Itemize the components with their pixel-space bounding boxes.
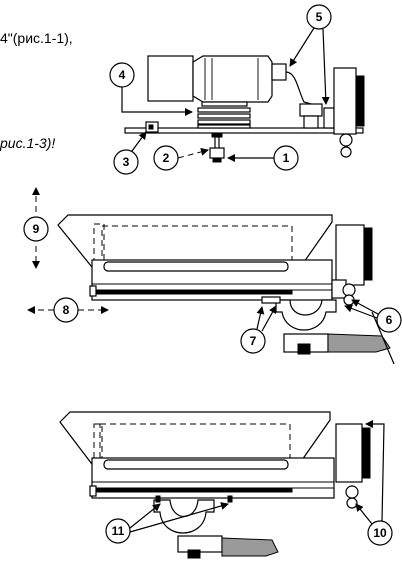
callout-7: 7 bbox=[240, 305, 277, 354]
heater-stack bbox=[197, 101, 251, 129]
svg-text:9: 9 bbox=[33, 222, 40, 236]
rear-cover-3 bbox=[335, 423, 363, 483]
mounting-screw bbox=[209, 132, 225, 163]
mount-arm-3 bbox=[221, 537, 279, 557]
callout-10: 10 bbox=[355, 420, 393, 546]
svg-text:3: 3 bbox=[123, 155, 130, 169]
svg-text:11: 11 bbox=[112, 524, 125, 538]
svg-text:2: 2 bbox=[163, 151, 170, 165]
svg-text:7: 7 bbox=[250, 334, 257, 348]
svg-text:1: 1 bbox=[283, 151, 290, 165]
callout-11: 11 bbox=[105, 502, 229, 544]
housing-adjust-figure bbox=[57, 214, 395, 365]
instruction-text-line-2: рис.1-3)! bbox=[0, 135, 55, 151]
svg-text:6: 6 bbox=[386, 313, 393, 327]
callout-5: 5 bbox=[289, 4, 332, 105]
mount-clamp bbox=[275, 299, 337, 331]
callout-8: 8 bbox=[27, 297, 109, 323]
mount-arm bbox=[327, 333, 391, 353]
camera-body bbox=[147, 55, 194, 102]
callout-4: 4 bbox=[109, 62, 193, 116]
svg-text:5: 5 bbox=[316, 10, 323, 24]
rear-cover bbox=[333, 67, 357, 135]
svg-text:4: 4 bbox=[119, 68, 126, 82]
camera-assembly-figure bbox=[124, 55, 365, 163]
callout-1: 1 bbox=[227, 145, 299, 171]
callout-6: 6 bbox=[344, 299, 402, 333]
svg-text:8: 8 bbox=[63, 303, 70, 317]
mounting-plate bbox=[124, 127, 364, 134]
terminal-block bbox=[299, 103, 323, 117]
svg-text:10: 10 bbox=[373, 526, 387, 540]
callout-9: 9 bbox=[23, 187, 49, 269]
rear-cover-2 bbox=[335, 224, 365, 286]
housing-assembled-figure bbox=[59, 411, 371, 559]
callout-2: 2 bbox=[153, 145, 209, 171]
camera-lens bbox=[192, 55, 273, 103]
callout-3: 3 bbox=[113, 131, 147, 175]
instruction-text-line-1: 4"(рис.1-1), bbox=[0, 30, 73, 46]
